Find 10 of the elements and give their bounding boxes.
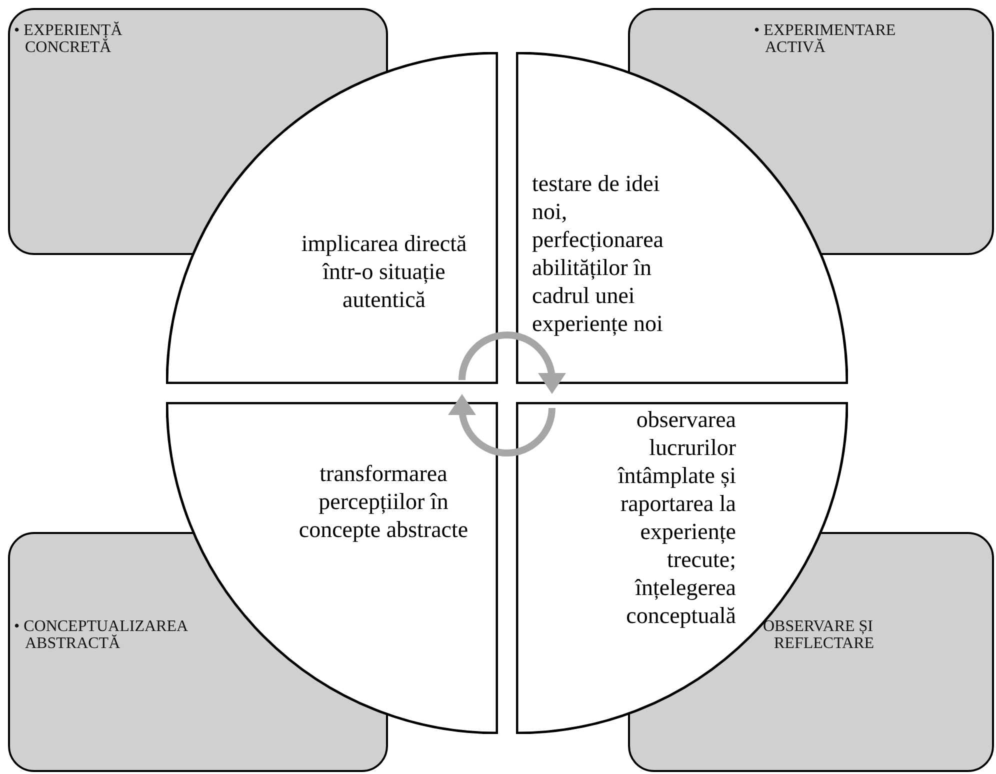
description-text: testare de idei noi, perfecționarea abilităților în cadrul unei experiențe noi	[532, 170, 665, 338]
stage-heading: OBSERVARE ȘI REFLECTARE	[763, 618, 876, 652]
description-text: implicarea directă într-o situație autentică	[300, 230, 468, 314]
description-text: observarea lucrurilor întâmplate și raportarea la experiențe trecute; înțelegerea conceptuală	[616, 406, 736, 630]
stage-heading: • EXPERIMENTARE ACTIVĂ	[754, 22, 897, 56]
cycle-arrow	[458, 332, 566, 394]
stage-heading: • CONCEPTUALIZAREA ABSTRACTĂ	[14, 618, 189, 652]
description-text: transformarea percepțiilor în concepte abstracte	[298, 460, 470, 544]
stage-heading: • EXPERIENȚĂ CONCRETĂ	[14, 22, 124, 56]
cycle-arrow	[448, 394, 556, 456]
